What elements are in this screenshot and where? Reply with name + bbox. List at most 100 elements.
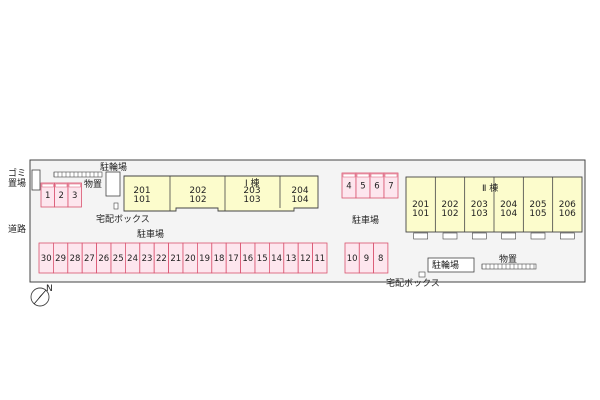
svg-text:103: 103 (243, 195, 260, 205)
parking-stall-number: 4 (346, 182, 351, 192)
entrance-step (413, 232, 428, 240)
parking-stall: 3 (67, 182, 82, 208)
parking-stall: 1 (40, 182, 55, 208)
parking-stall-number: 8 (378, 254, 383, 264)
parking-stall-number: 30 (41, 254, 52, 264)
entrance-step (472, 232, 487, 240)
svg-text:104: 104 (500, 209, 517, 219)
svg-text:204: 204 (291, 186, 308, 196)
bicycle-parking-top-label: 駐輪場 (100, 161, 127, 173)
parking-stall-number: 10 (347, 254, 358, 264)
svg-text:105: 105 (529, 209, 546, 219)
parking-stall: 18 (211, 242, 227, 274)
storage-top-label: 物置 (84, 178, 102, 190)
parking-stall: 10 (344, 242, 360, 274)
svg-text:202: 202 (441, 200, 458, 210)
delivery-box-bottom-label: 宅配ボックス (386, 277, 440, 289)
parking-left-label: 駐車場 (137, 228, 164, 240)
parking-stall-number: 29 (55, 254, 66, 264)
parking-stall: 14 (268, 242, 285, 274)
parking-stall-number: 22 (156, 254, 167, 264)
parking-stall-number: 12 (300, 254, 311, 264)
north-label: N (46, 284, 53, 294)
svg-text:101: 101 (412, 209, 429, 219)
delivery-box-bottom: 宅配ボックス (386, 271, 440, 289)
parking-stall: 16 (240, 242, 256, 274)
parking-stall: 6 (369, 172, 385, 199)
storage-bottom-label: 物置 (499, 253, 517, 265)
parking-stall-number: 9 (364, 254, 369, 264)
parking-stall-number: 1 (45, 191, 50, 201)
parking-stall: 19 (196, 242, 213, 274)
svg-text:103: 103 (471, 209, 488, 219)
parking-stall-number: 25 (113, 254, 124, 264)
garbage-label: ゴミ置場 (8, 167, 26, 189)
parking-stall-number: 27 (84, 254, 95, 264)
parking-stall-number: 26 (98, 254, 109, 264)
svg-text:102: 102 (189, 195, 206, 205)
svg-text:202: 202 (189, 186, 206, 196)
parking-stall: 8 (373, 242, 389, 274)
garbage-area: ゴミ置場 (8, 167, 41, 191)
parking-stall: 12 (297, 242, 314, 274)
parking-stall-number: 11 (314, 254, 325, 264)
svg-text:203: 203 (471, 200, 488, 210)
svg-text:101: 101 (133, 195, 150, 205)
parking-stall: 20 (182, 242, 198, 274)
parking-stall-number: 23 (142, 254, 153, 264)
svg-text:206: 206 (559, 200, 576, 210)
bicycle-parking-top: 駐輪場 (53, 161, 127, 178)
delivery-box-top-label: 宅配ボックス (96, 213, 150, 225)
parking-stall: 13 (283, 242, 299, 274)
entrance-step (530, 232, 546, 240)
parking-stall: 21 (168, 242, 184, 274)
bicycle-parking-bottom-label: 駐輪場 (432, 259, 459, 271)
entrance-step (560, 232, 575, 240)
parking-stall: 15 (254, 242, 270, 274)
north-arrow-icon: N (30, 284, 53, 307)
svg-text:205: 205 (529, 200, 546, 210)
entrance-step (501, 232, 516, 240)
parking-stall: 9 (358, 242, 374, 274)
svg-text:201: 201 (133, 186, 150, 196)
parking-stall: 30 (38, 242, 54, 274)
parking-stall-number: 28 (70, 254, 81, 264)
bicycle-parking-bottom: 駐輪場 (427, 257, 475, 273)
parking-stall: 23 (139, 242, 155, 274)
parking-stall-number: 5 (360, 182, 365, 192)
svg-text:201: 201 (412, 200, 429, 210)
parking-stall: 22 (153, 242, 169, 274)
parking-stall: 4 (341, 172, 357, 199)
parking-stall-number: 17 (228, 254, 239, 264)
svg-text:204: 204 (500, 200, 517, 210)
parking-stall: 2 (54, 182, 69, 208)
parking-stall-number: 24 (127, 254, 138, 264)
parking-stall: 24 (125, 242, 141, 274)
parking-stall: 28 (67, 242, 83, 274)
parking-stall-number: 7 (388, 182, 393, 192)
parking-stall: 27 (81, 242, 97, 274)
storage-bottom: 物置 (481, 253, 537, 270)
parking-stall: 17 (225, 242, 241, 274)
parking-stall-number: 2 (59, 191, 64, 201)
parking-stall: 7 (383, 172, 399, 199)
parking-stall-number: 13 (286, 254, 297, 264)
svg-text:106: 106 (559, 209, 576, 219)
parking-stall: 26 (96, 242, 112, 274)
storage-top: 物置 (84, 171, 121, 197)
